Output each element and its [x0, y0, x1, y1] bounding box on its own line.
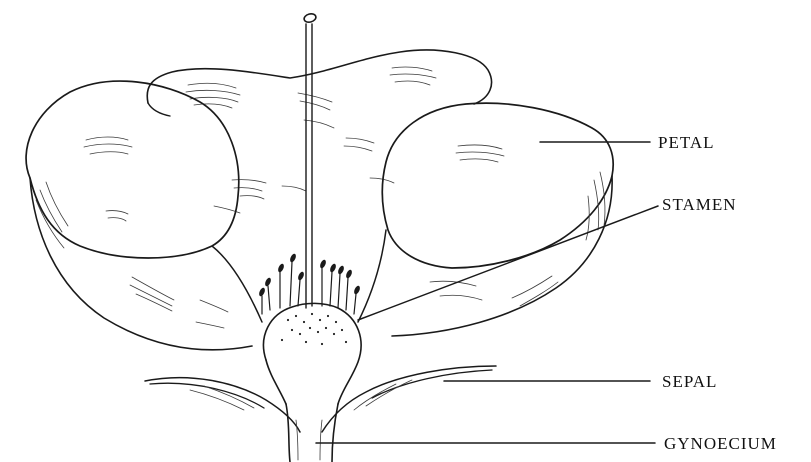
leader-lines [316, 142, 658, 443]
sepals [145, 366, 496, 432]
label-sepal: SEPAL [662, 372, 717, 391]
stigma [303, 13, 317, 24]
label-petal: PETAL [658, 133, 715, 152]
ovary-dots [281, 313, 347, 345]
stamen-leader [358, 206, 658, 320]
left-petal [26, 81, 262, 350]
label-stamen: STAMEN [662, 195, 737, 214]
label-gynoecium: GYNOECIUM [664, 434, 777, 453]
right-petal [358, 103, 613, 336]
back-petal [147, 50, 491, 213]
stamens [258, 253, 361, 314]
gynoecium [264, 13, 362, 462]
